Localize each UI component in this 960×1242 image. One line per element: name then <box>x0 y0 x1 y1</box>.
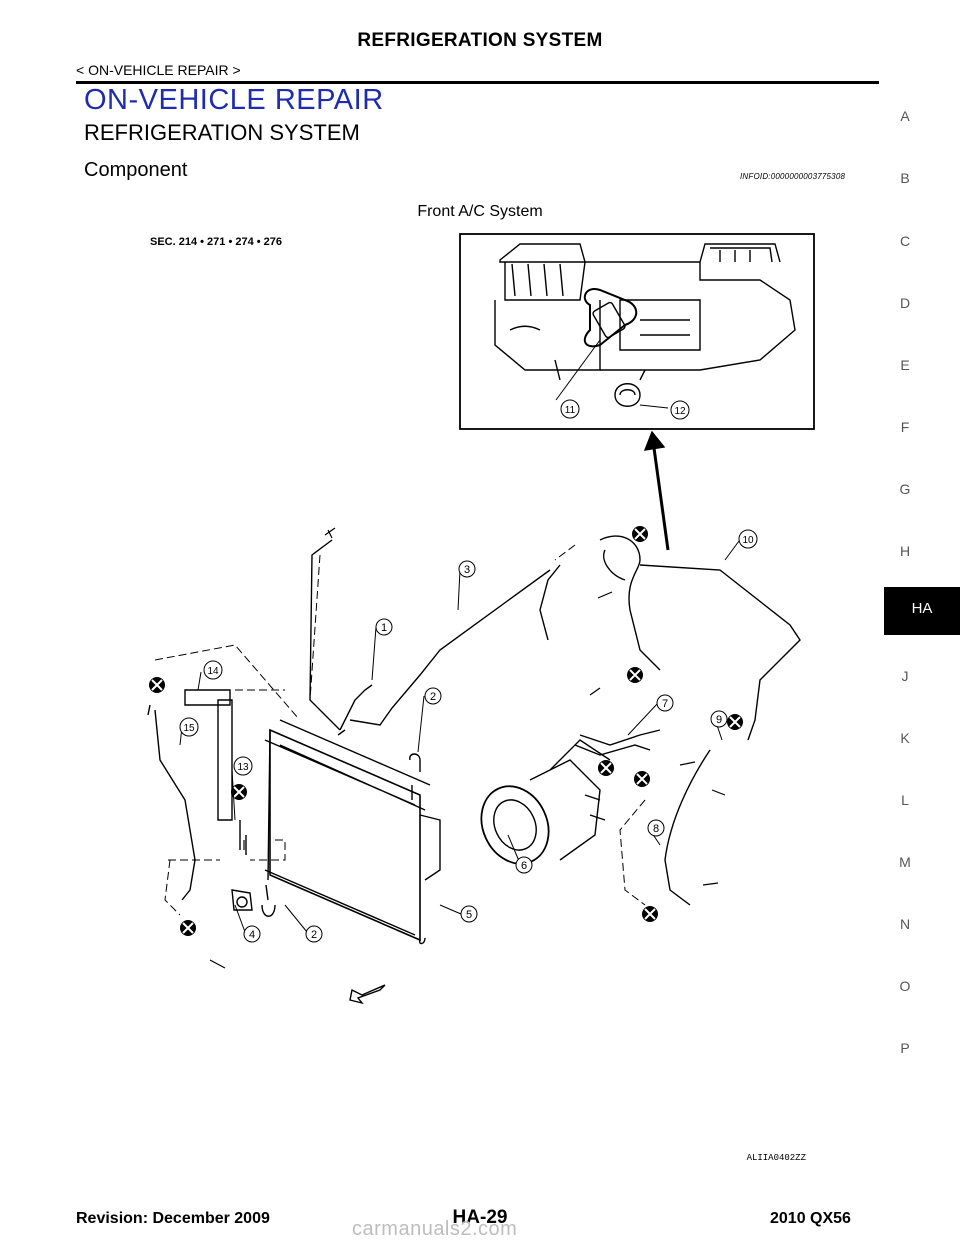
callout-5: 5 <box>460 905 478 923</box>
svg-text:13: 13 <box>237 762 249 773</box>
callout-2-upper: 2 <box>424 687 442 705</box>
liquid-tank <box>184 689 247 855</box>
side-index-l[interactable]: L <box>901 792 909 808</box>
info-id: INFOID:0000000003775308 <box>740 172 846 181</box>
side-index-k[interactable]: K <box>900 730 910 746</box>
side-index-c[interactable]: C <box>899 233 911 249</box>
side-index-h[interactable]: H <box>899 543 911 559</box>
svg-text:12: 12 <box>674 406 686 417</box>
bolts <box>209 527 726 969</box>
callout-10: 10 <box>738 529 758 549</box>
svg-text:4: 4 <box>249 929 255 941</box>
side-index-o[interactable]: O <box>899 978 911 994</box>
seal-markers <box>149 526 743 936</box>
callout-leaders <box>179 540 740 933</box>
callout-11: 11 <box>560 399 580 419</box>
svg-text:10: 10 <box>742 535 754 546</box>
callout-4: 4 <box>243 925 261 943</box>
footer-revision: Revision: December 2009 <box>76 1210 270 1227</box>
section-title: ON-VEHICLE REPAIR <box>84 84 384 116</box>
footer-watermark: carmanuals2.com <box>352 1218 518 1240</box>
svg-text:3: 3 <box>464 564 470 576</box>
condenser <box>261 719 431 945</box>
footer-page-number: HA-29 <box>452 1207 508 1228</box>
side-index-active-tab[interactable] <box>884 587 960 635</box>
svg-text:1: 1 <box>381 622 387 634</box>
side-index-a[interactable]: A <box>900 108 910 124</box>
side-index-j[interactable]: J <box>901 668 909 684</box>
image-code: ALIIA0402ZZ <box>747 1153 807 1163</box>
pipe-assembly <box>147 535 801 906</box>
side-index-p[interactable]: P <box>900 1040 910 1056</box>
section-codes: SEC. 214 • 271 • 274 • 276 <box>150 236 282 248</box>
callout-8: 8 <box>647 819 665 837</box>
figure-caption: Front A/C System <box>417 203 543 220</box>
callout-7: 7 <box>656 694 674 712</box>
svg-text:11: 11 <box>565 405 576 416</box>
svg-text:15: 15 <box>183 723 195 734</box>
svg-text:8: 8 <box>653 823 659 835</box>
callout-9: 9 <box>710 710 728 728</box>
breadcrumb: < ON-VEHICLE REPAIR > <box>76 62 241 78</box>
svg-text:2: 2 <box>311 929 317 941</box>
evaporator-unit-inset <box>459 233 815 430</box>
callout-numbers: 1 2 2 3 4 5 6 7 8 9 10 11 12 13 14 15 <box>179 399 758 943</box>
callout-14: 14 <box>203 660 223 680</box>
subsection-title: REFRIGERATION SYSTEM <box>84 120 360 145</box>
component-heading: Component <box>84 159 188 181</box>
compressor <box>480 739 611 865</box>
refrigerant-pressure-sensor <box>231 889 253 911</box>
side-index-n[interactable]: N <box>899 916 911 932</box>
svg-text:9: 9 <box>716 714 722 726</box>
callout-12: 12 <box>670 400 690 420</box>
side-index-active-label: HA <box>911 600 933 617</box>
callout-2-lower: 2 <box>305 925 323 943</box>
footer-model: 2010 QX56 <box>770 1210 851 1227</box>
svg-text:6: 6 <box>521 860 527 872</box>
side-index-g[interactable]: G <box>899 481 911 497</box>
side-index-m[interactable]: M <box>899 854 911 870</box>
callout-3: 3 <box>458 560 476 578</box>
page-header-title: REFRIGERATION SYSTEM <box>357 30 603 51</box>
side-index-b[interactable]: B <box>900 170 910 186</box>
front-direction-arrow <box>349 984 386 1005</box>
inset-arrow <box>643 430 670 551</box>
svg-text:14: 14 <box>207 666 219 677</box>
header-divider <box>76 81 879 84</box>
side-index-f[interactable]: F <box>900 419 910 435</box>
svg-text:2: 2 <box>430 691 436 703</box>
callout-6: 6 <box>515 856 533 874</box>
callout-13: 13 <box>233 756 253 776</box>
svg-text:7: 7 <box>662 698 668 710</box>
side-index-e[interactable]: E <box>900 357 910 373</box>
callout-15: 15 <box>179 717 199 737</box>
svg-text:5: 5 <box>466 909 472 921</box>
side-index-d[interactable]: D <box>899 295 911 311</box>
callout-1: 1 <box>375 618 393 636</box>
dashed-leaders <box>154 544 646 916</box>
